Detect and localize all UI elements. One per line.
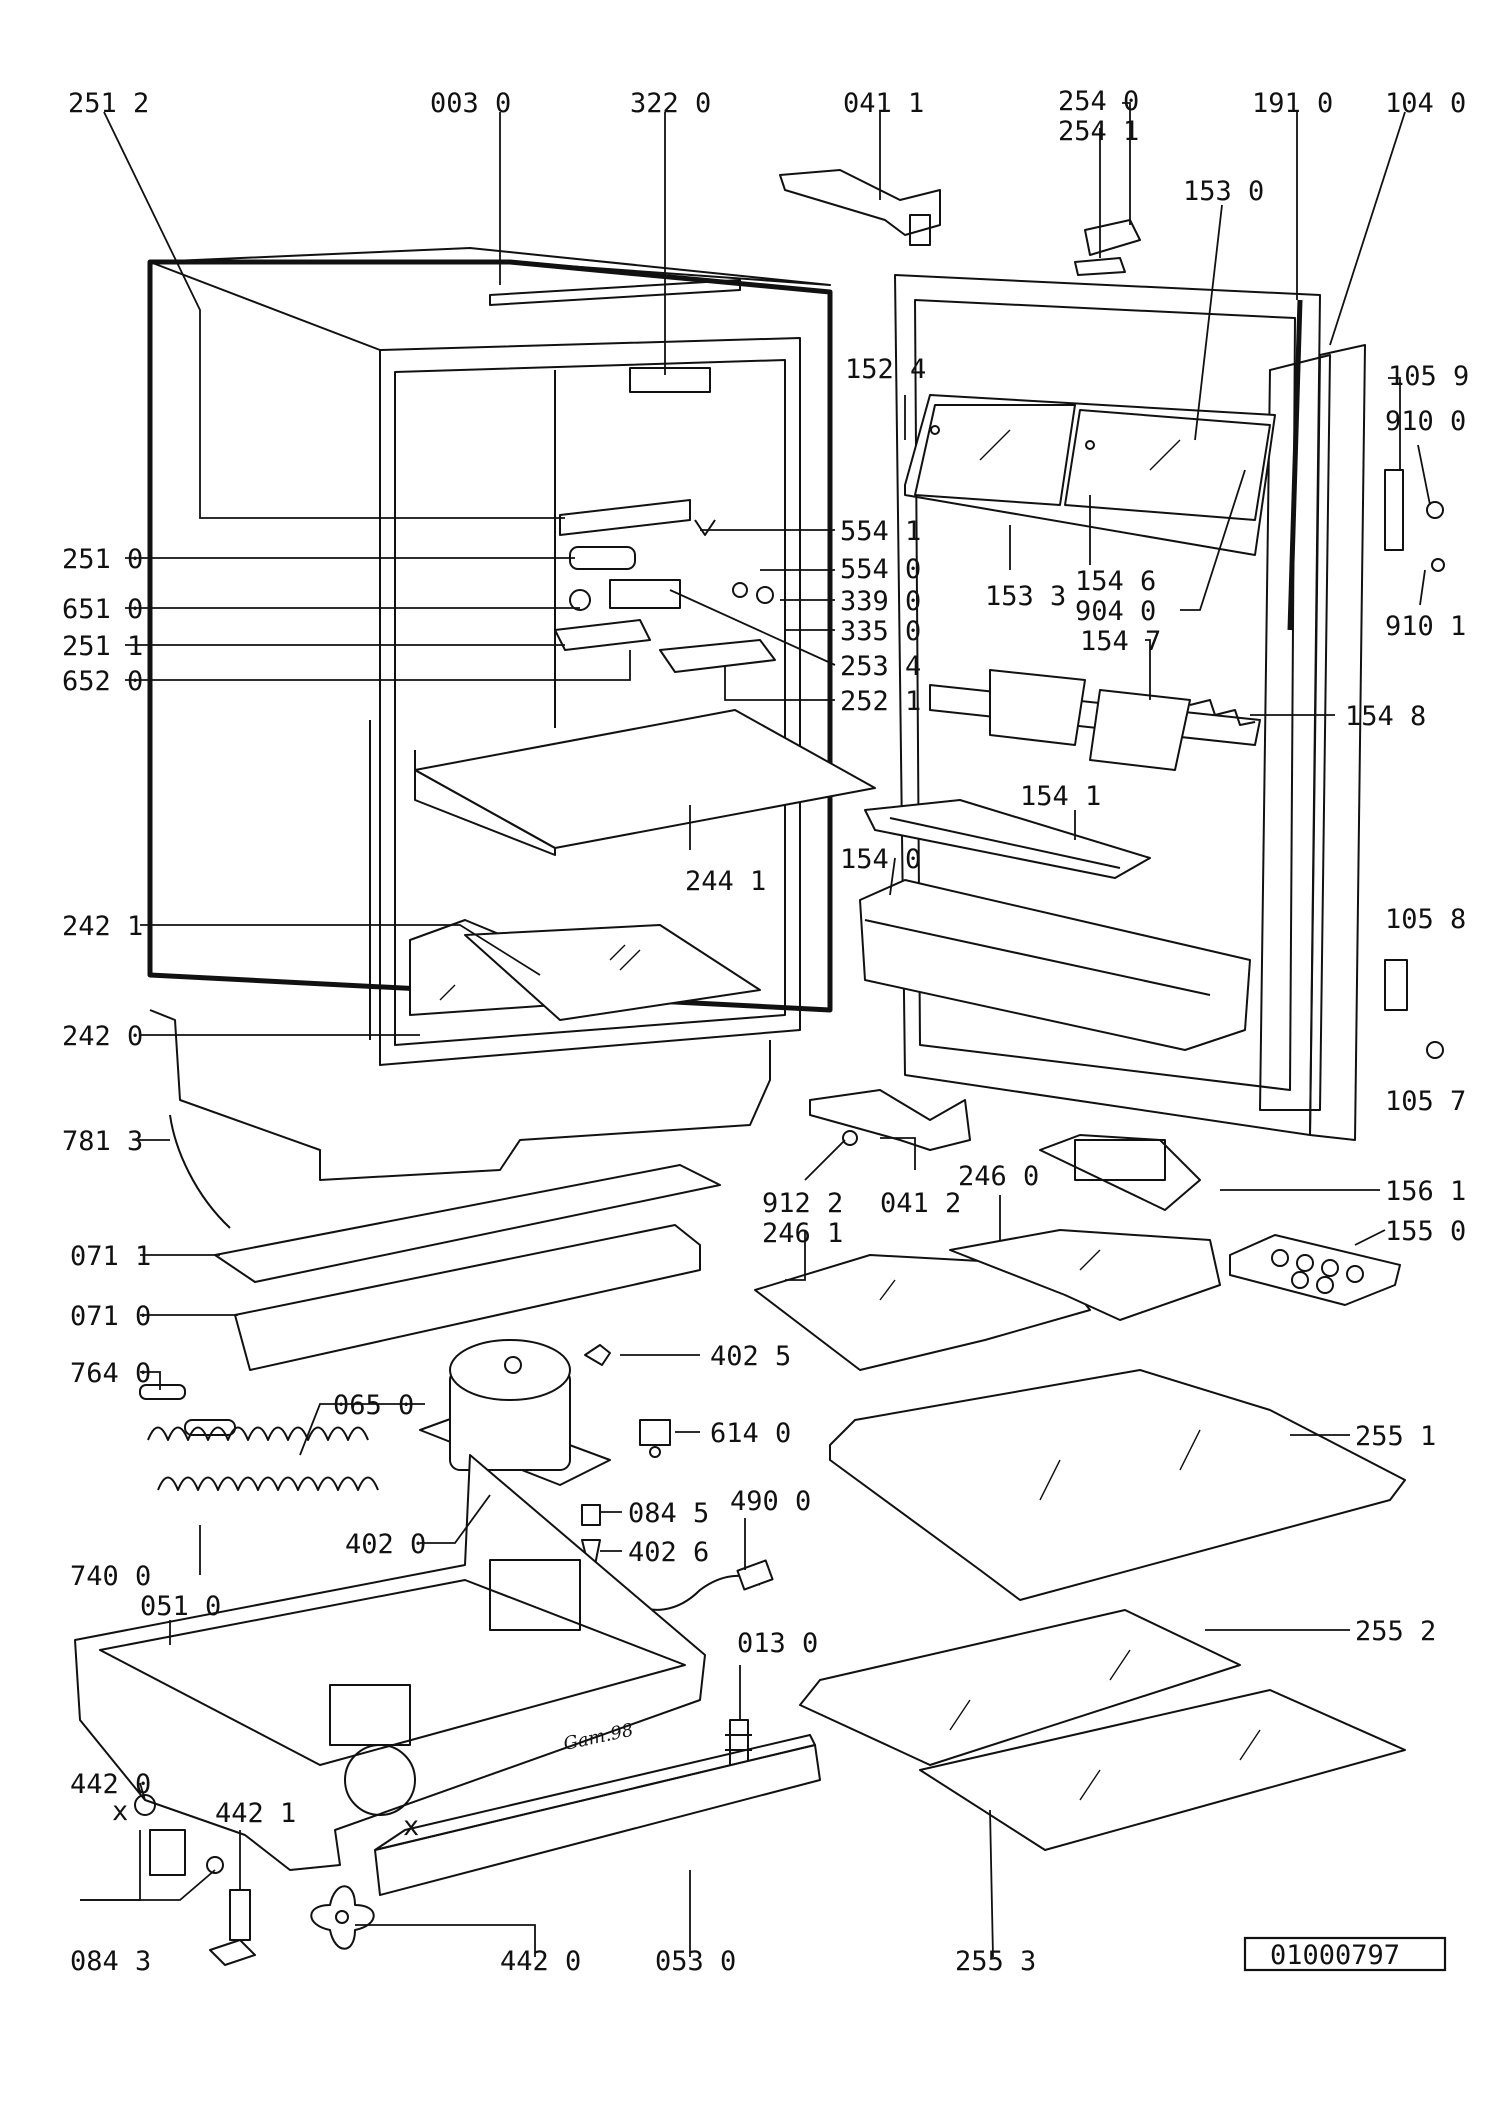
label-191-0: 191 0 — [1252, 88, 1333, 119]
label-244-1: 244 1 — [685, 866, 766, 897]
label-153-3: 153 3 — [985, 581, 1066, 612]
label-252-1: 252 1 — [840, 686, 921, 717]
trim-071-1 — [214, 1164, 721, 1283]
door-bottle-bin — [859, 879, 1251, 1051]
kick-plate — [374, 1734, 821, 1896]
label-255-2: 255 2 — [1355, 1616, 1436, 1647]
label-003-0: 003 0 — [430, 88, 511, 119]
label-254-0: 254 0 — [1058, 86, 1139, 117]
dairy-tray — [1039, 1134, 1201, 1211]
label-322-0: 322 0 — [630, 88, 711, 119]
label-490-0: 490 0 — [730, 1486, 811, 1517]
shelf-244-1 — [414, 709, 876, 856]
door-top-bin — [904, 394, 1276, 556]
control-unit — [554, 499, 776, 673]
glass-shelf-255-2 — [799, 1609, 1241, 1766]
label-255-3: 255 3 — [955, 1946, 1036, 1977]
hinge-bottom — [809, 1089, 971, 1151]
label-084-5: 084 5 — [628, 1498, 709, 1529]
marker-x-left: x — [112, 1796, 128, 1827]
label-013-0: 013 0 — [737, 1628, 818, 1659]
label-614-0: 614 0 — [710, 1418, 791, 1449]
door-middle-bins — [929, 669, 1261, 771]
label-065-0: 065 0 — [333, 1390, 414, 1421]
label-155-0: 155 0 — [1385, 1216, 1466, 1247]
label-053-0: 053 0 — [655, 1946, 736, 1977]
label-154-8: 154 8 — [1345, 701, 1426, 732]
base-tray — [74, 1454, 706, 1871]
label-253-4: 253 4 — [840, 651, 921, 682]
label-251-0: 251 0 — [62, 544, 143, 575]
door-shelf-154-1 — [864, 799, 1151, 879]
trim-071-0 — [234, 1224, 701, 1371]
glass-shelf-255-1 — [829, 1369, 1406, 1601]
label-652-0: 652 0 — [62, 666, 143, 697]
hinge-top — [779, 169, 941, 246]
label-402-0: 402 0 — [345, 1529, 426, 1560]
leader-lines — [80, 102, 1431, 1958]
label-912-2: 912 2 — [762, 1188, 843, 1219]
label-251-2: 251 2 — [68, 88, 149, 119]
label-764-0: 764 0 — [70, 1358, 151, 1389]
label-154-0: 154 0 — [840, 844, 921, 875]
door-handle-caps — [1074, 219, 1141, 276]
label-254-1: 254 1 — [1058, 116, 1139, 147]
label-442-0-bottom: 442 0 — [500, 1946, 581, 1977]
label-781-3: 781 3 — [62, 1126, 143, 1157]
label-442-0-left: 442 0 — [70, 1769, 151, 1800]
label-242-1: 242 1 — [62, 911, 143, 942]
label-105-7: 105 7 — [1385, 1086, 1466, 1117]
label-904-0: 904 0 — [1075, 596, 1156, 627]
label-246-1: 246 1 — [762, 1218, 843, 1249]
label-402-5: 402 5 — [710, 1341, 791, 1372]
glass-shelf-255-3 — [919, 1689, 1406, 1851]
label-154-7: 154 7 — [1080, 626, 1161, 657]
ice-trays — [754, 1229, 1221, 1371]
label-402-6: 402 6 — [628, 1537, 709, 1568]
label-154-6: 154 6 — [1075, 566, 1156, 597]
label-442-1: 442 1 — [215, 1798, 296, 1829]
label-071-0: 071 0 — [70, 1301, 151, 1332]
drain-hose — [169, 1114, 231, 1229]
label-104-0: 104 0 — [1385, 88, 1466, 119]
label-242-0: 242 0 — [62, 1021, 143, 1052]
reference-code-box: 01000797 — [1243, 1936, 1447, 1972]
refrigerator-cabinet — [147, 247, 833, 1181]
label-740-0: 740 0 — [70, 1561, 151, 1592]
label-246-0: 246 0 — [958, 1161, 1039, 1192]
compressor — [419, 1339, 611, 1486]
label-339-0: 339 0 — [840, 586, 921, 617]
part-labels: 251 2 003 0 322 0 041 1 254 0 254 1 191 … — [62, 86, 1469, 1977]
door-hardware-right — [1384, 469, 1445, 1059]
relay — [639, 1419, 671, 1458]
fan-blade — [310, 1885, 375, 1950]
label-105-8: 105 8 — [1385, 904, 1466, 935]
label-105-9: 105 9 — [1388, 361, 1469, 392]
fan-motor — [134, 1794, 256, 1966]
label-910-1: 910 1 — [1385, 611, 1466, 642]
crisper-drawers — [409, 919, 761, 1021]
label-154-1: 154 1 — [1020, 781, 1101, 812]
marker-x-base: x — [403, 1811, 419, 1842]
label-051-0: 051 0 — [140, 1591, 221, 1622]
label-071-1: 071 1 — [70, 1241, 151, 1272]
label-251-1: 251 1 — [62, 631, 143, 662]
label-255-1: 255 1 — [1355, 1421, 1436, 1452]
label-152-4: 152 4 — [845, 354, 926, 385]
label-554-0: 554 0 — [840, 554, 921, 585]
clip-402-5 — [584, 1344, 611, 1366]
label-335-0: 335 0 — [840, 616, 921, 647]
label-084-3: 084 3 — [70, 1946, 151, 1977]
label-156-1: 156 1 — [1385, 1176, 1466, 1207]
label-910-0: 910 0 — [1385, 406, 1466, 437]
label-651-0: 651 0 — [62, 594, 143, 625]
reference-code: 01000797 — [1270, 1940, 1400, 1971]
label-041-1: 041 1 — [843, 88, 924, 119]
egg-tray — [1229, 1234, 1401, 1306]
label-153-0: 153 0 — [1183, 176, 1264, 207]
label-554-1: 554 1 — [840, 516, 921, 547]
label-041-2: 041 2 — [880, 1188, 961, 1219]
condenser-coil — [139, 1384, 379, 1491]
